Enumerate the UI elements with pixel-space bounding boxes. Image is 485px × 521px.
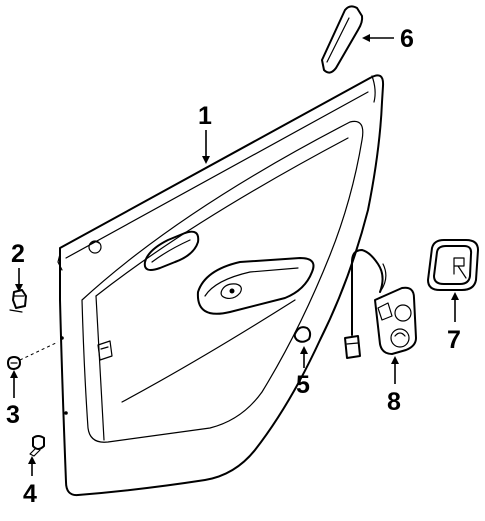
callout-7: 7 bbox=[447, 326, 461, 354]
screw bbox=[7, 341, 59, 370]
leader-lines bbox=[10, 34, 459, 476]
retainer-clip bbox=[9, 289, 27, 313]
lock-switch-harness bbox=[344, 249, 417, 359]
door-trim-panel bbox=[57, 74, 385, 497]
callout-labels: 1 2 3 4 5 6 7 8 bbox=[6, 25, 461, 508]
plug bbox=[293, 326, 312, 343]
push-fastener bbox=[29, 435, 45, 457]
callout-1: 1 bbox=[198, 102, 212, 130]
callout-2: 2 bbox=[11, 240, 25, 268]
callout-5: 5 bbox=[296, 371, 310, 399]
callout-6: 6 bbox=[400, 25, 414, 53]
corner-garnish bbox=[321, 5, 364, 74]
window-switch-bezel bbox=[427, 239, 479, 291]
callout-8: 8 bbox=[387, 388, 401, 416]
callout-3: 3 bbox=[6, 401, 20, 429]
callout-4: 4 bbox=[23, 480, 37, 508]
